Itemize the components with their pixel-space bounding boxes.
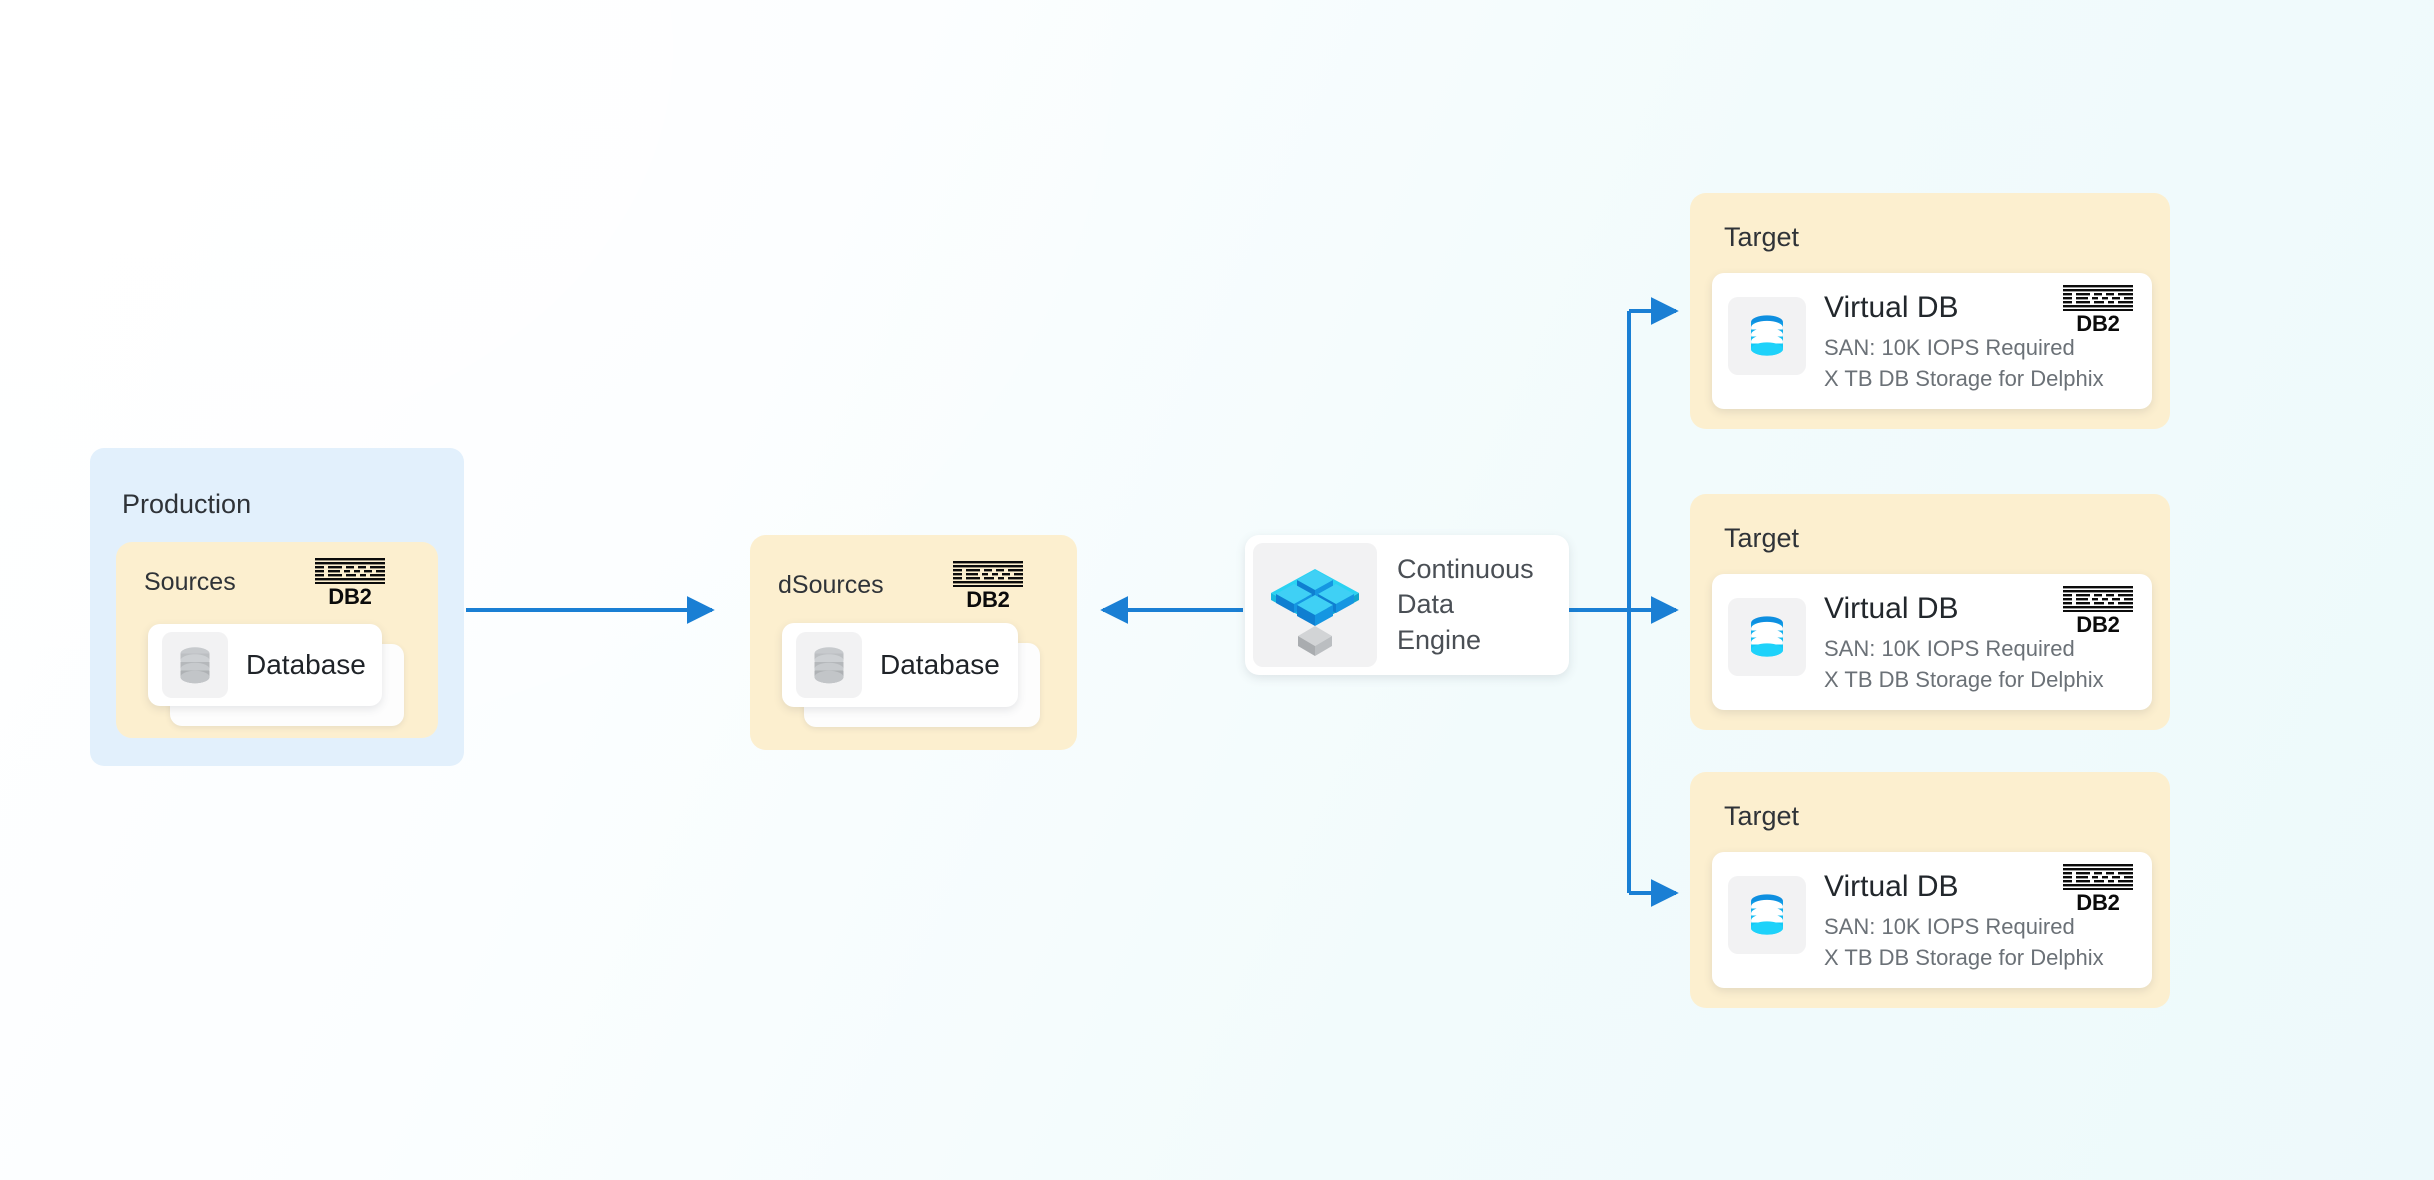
database-card-label: Database <box>880 649 1000 680</box>
target-panel-2[interactable]: Target Virtual DB SAN: 10K IOPS Required… <box>1690 494 2170 730</box>
virtual-db-title: Virtual DB <box>1824 592 1959 625</box>
ibm-mark-icon <box>953 561 1023 587</box>
ibm-db2-logo-target: DB2 <box>2060 586 2136 636</box>
dsources-database-card-stack[interactable]: Database <box>782 623 1040 727</box>
ibm-db2-logo-target: DB2 <box>2060 864 2136 914</box>
engine-icon-tile <box>1253 543 1377 667</box>
db2-wordmark: DB2 <box>2076 311 2120 336</box>
database-icon-tile <box>796 632 862 698</box>
virtual-db-subtitle-1: SAN: 10K IOPS Required <box>1824 914 2075 939</box>
dsources-group[interactable]: dSources <box>750 535 1077 750</box>
dsources-title: dSources <box>778 571 884 599</box>
ibm-mark-icon <box>2063 285 2133 311</box>
ibm-mark-icon <box>315 558 385 584</box>
virtual-db-subtitle-1: SAN: 10K IOPS Required <box>1824 636 2075 661</box>
database-icon-tile <box>162 632 228 698</box>
target-title: Target <box>1724 801 1800 831</box>
virtual-db-title: Virtual DB <box>1824 291 1959 324</box>
db2-wordmark: DB2 <box>328 584 372 609</box>
target-title: Target <box>1724 523 1800 553</box>
database-card-label: Database <box>246 649 366 680</box>
virtual-db-subtitle-2: X TB DB Storage for Delphix <box>1824 945 2104 970</box>
ibm-db2-logo-target: DB2 <box>2060 285 2136 335</box>
engine-label: Continuous Data Engine <box>1397 553 1534 655</box>
sources-database-card-stack[interactable]: Database <box>148 624 404 726</box>
sources-title: Sources <box>144 568 236 596</box>
db2-wordmark: DB2 <box>966 587 1010 612</box>
database-card[interactable]: Database <box>782 623 1018 707</box>
virtual-db-cylinder-icon <box>1751 616 1783 657</box>
virtual-db-cylinder-icon <box>1751 894 1783 935</box>
virtual-db-card[interactable]: Virtual DB SAN: 10K IOPS Required X TB D… <box>1712 852 2152 988</box>
continuous-data-engine-cubes-icon <box>1271 569 1359 656</box>
db2-wordmark: DB2 <box>2076 612 2120 637</box>
target-panel-3[interactable]: Target Virtual DB SAN: 10K IOPS Required… <box>1690 772 2170 1008</box>
virtual-db-cylinder-icon <box>1751 315 1783 356</box>
ibm-mark-icon <box>2063 586 2133 612</box>
virtual-db-subtitle-1: SAN: 10K IOPS Required <box>1824 335 2075 360</box>
virtual-db-icon-tile <box>1728 876 1806 954</box>
production-panel[interactable]: Production Sources <box>90 448 464 766</box>
virtual-db-icon-tile <box>1728 598 1806 676</box>
ibm-db2-logo-sources: DB2 <box>312 558 388 608</box>
sources-group[interactable]: Sources <box>116 542 438 738</box>
virtual-db-card[interactable]: Virtual DB SAN: 10K IOPS Required X TB D… <box>1712 273 2152 409</box>
target-panel-1[interactable]: Target <box>1690 193 2170 429</box>
target-title: Target <box>1724 222 1800 252</box>
flow-engine-to-targets <box>1569 297 1679 907</box>
virtual-db-subtitle-2: X TB DB Storage for Delphix <box>1824 667 2104 692</box>
virtual-db-title: Virtual DB <box>1824 870 1959 903</box>
virtual-db-icon-tile <box>1728 297 1806 375</box>
database-cylinder-icon <box>814 647 844 684</box>
production-title: Production <box>122 489 252 519</box>
virtual-db-card[interactable]: Virtual DB SAN: 10K IOPS Required X TB D… <box>1712 574 2152 710</box>
ibm-db2-logo-dsources: DB2 <box>950 561 1026 611</box>
database-card[interactable]: Database <box>148 624 382 706</box>
virtual-db-subtitle-2: X TB DB Storage for Delphix <box>1824 366 2104 391</box>
continuous-data-engine-card[interactable]: Continuous Data Engine <box>1245 535 1569 675</box>
db2-wordmark: DB2 <box>2076 890 2120 915</box>
ibm-mark-icon <box>2063 864 2133 890</box>
database-cylinder-icon <box>180 647 210 684</box>
